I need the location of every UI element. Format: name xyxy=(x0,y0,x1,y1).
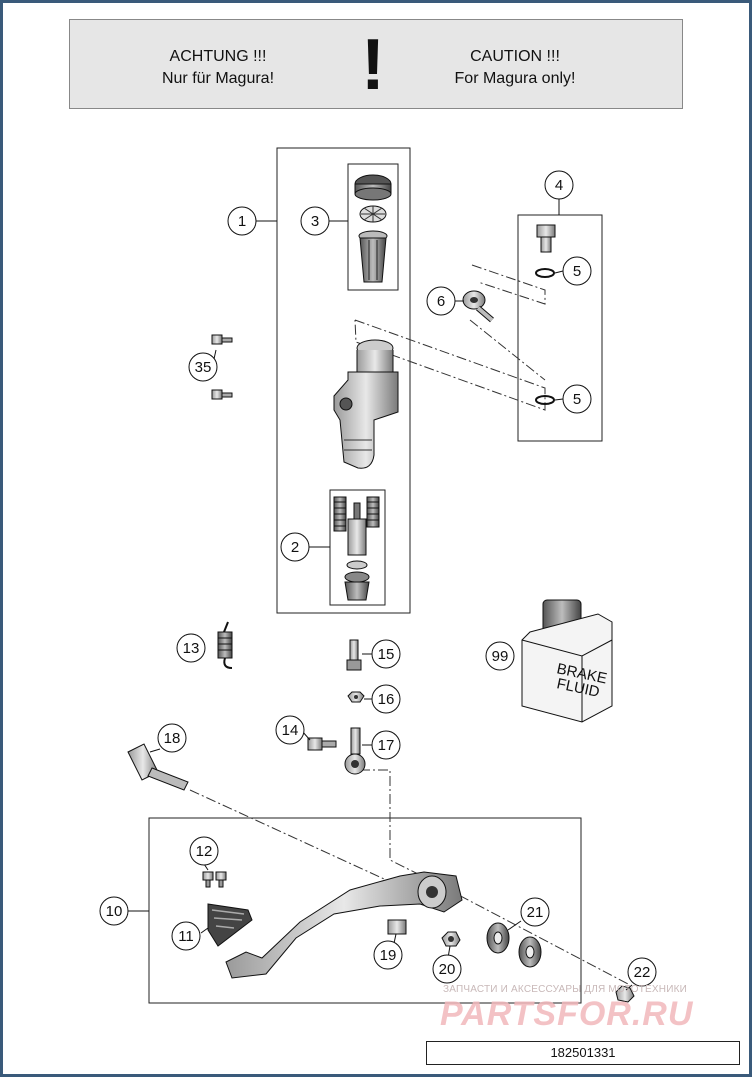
pedal-tip-screws xyxy=(202,871,227,888)
part-number: 182501331 xyxy=(550,1045,616,1060)
fluid-reservoir xyxy=(358,230,388,283)
piston xyxy=(344,502,370,601)
group-box-master-cylinder xyxy=(276,147,411,614)
svg-text:99: 99 xyxy=(492,648,509,665)
callout-21: 21 xyxy=(520,897,550,927)
callout-11: 11 xyxy=(171,921,201,951)
assembly-lines xyxy=(189,264,631,986)
pedal-tip xyxy=(207,903,253,947)
clevis-fork xyxy=(344,727,366,775)
sealing-washer-lower xyxy=(535,395,555,405)
caution-english-title: CAUTION !!! xyxy=(470,48,560,65)
callout-99: 99 xyxy=(485,641,515,671)
caution-german: ACHTUNG !!! Nur für Magura! xyxy=(118,46,318,90)
callout-16: 16 xyxy=(371,684,401,714)
sealing-washer-upper xyxy=(535,268,555,278)
callout-4: 4 xyxy=(544,170,574,200)
svg-text:3: 3 xyxy=(311,213,319,230)
brake-pedal xyxy=(225,871,463,979)
push-rod xyxy=(346,639,362,671)
svg-text:16: 16 xyxy=(378,691,395,708)
bushing xyxy=(387,919,407,935)
caution-german-title: ACHTUNG !!! xyxy=(169,48,267,65)
callout-5-lower: 5 xyxy=(562,384,592,414)
screw-lower xyxy=(211,389,233,400)
svg-text:1: 1 xyxy=(238,213,246,230)
callout-10: 10 xyxy=(99,896,129,926)
callout-12: 12 xyxy=(189,836,219,866)
svg-text:2: 2 xyxy=(291,539,299,556)
return-spring xyxy=(217,621,233,669)
caution-english-text: For Magura only! xyxy=(454,70,576,87)
watermark-logo: PARTSFOR.RU xyxy=(440,995,694,1033)
callout-2: 2 xyxy=(280,532,310,562)
callout-17: 17 xyxy=(371,730,401,760)
callout-18: 18 xyxy=(157,723,187,753)
pedal-nut xyxy=(441,931,461,947)
banjo-bolt xyxy=(536,224,556,253)
callout-20: 20 xyxy=(432,954,462,984)
svg-text:20: 20 xyxy=(439,961,456,978)
svg-text:14: 14 xyxy=(282,722,299,739)
svg-text:18: 18 xyxy=(164,730,181,747)
svg-text:15: 15 xyxy=(378,646,395,663)
callout-3: 3 xyxy=(300,206,330,236)
piston-spring-right xyxy=(366,496,380,528)
svg-text:4: 4 xyxy=(555,177,563,194)
svg-text:19: 19 xyxy=(380,947,397,964)
group-box-banjo-bolt xyxy=(517,214,603,442)
group-box-reservoir xyxy=(347,163,399,291)
svg-text:22: 22 xyxy=(634,964,651,981)
clevis-pin xyxy=(307,737,337,751)
svg-text:12: 12 xyxy=(196,843,213,860)
svg-text:11: 11 xyxy=(178,928,194,945)
svg-text:17: 17 xyxy=(378,737,395,754)
banjo-fitting xyxy=(462,290,494,323)
callout-14: 14 xyxy=(275,715,305,745)
caution-english: CAUTION !!! For Magura only! xyxy=(415,46,615,90)
callout-35: 35 xyxy=(188,352,218,382)
bearing-left xyxy=(486,922,510,954)
callout-6: 6 xyxy=(426,286,456,316)
svg-text:10: 10 xyxy=(106,903,123,920)
callout-13: 13 xyxy=(176,633,206,663)
svg-text:21: 21 xyxy=(527,904,544,921)
callout-5-upper: 5 xyxy=(562,256,592,286)
part-number-box: 182501331 xyxy=(426,1041,740,1065)
svg-text:13: 13 xyxy=(183,640,200,657)
piston-spring-left xyxy=(333,496,347,532)
bearing-right xyxy=(518,936,542,968)
pivot-nut xyxy=(615,985,635,1003)
callout-22: 22 xyxy=(627,957,657,987)
svg-text:6: 6 xyxy=(437,293,445,310)
reservoir-cap xyxy=(354,174,392,201)
svg-text:5: 5 xyxy=(573,263,581,280)
callout-19: 19 xyxy=(373,940,403,970)
pivot-bolt xyxy=(127,743,189,791)
leader-lines xyxy=(127,199,633,991)
svg-text:5: 5 xyxy=(573,391,581,408)
caution-banner: ACHTUNG !!! Nur für Magura! ! CAUTION !!… xyxy=(69,19,683,109)
caution-german-text: Nur für Magura! xyxy=(161,70,275,87)
exclamation-icon: ! xyxy=(361,25,385,105)
lock-nut xyxy=(347,691,365,703)
callout-1: 1 xyxy=(227,206,257,236)
master-cylinder-body xyxy=(333,339,399,469)
brake-fluid-bottle: BRAKE FLUID xyxy=(521,599,613,723)
callout-15: 15 xyxy=(371,639,401,669)
watermark-text: ЗАПЧАСТИ И АКСЕССУАРЫ ДЛЯ МОТОТЕХНИКИ xyxy=(443,984,688,995)
screw-upper xyxy=(211,334,233,345)
svg-text:35: 35 xyxy=(195,359,212,376)
reservoir-membrane xyxy=(359,205,387,223)
